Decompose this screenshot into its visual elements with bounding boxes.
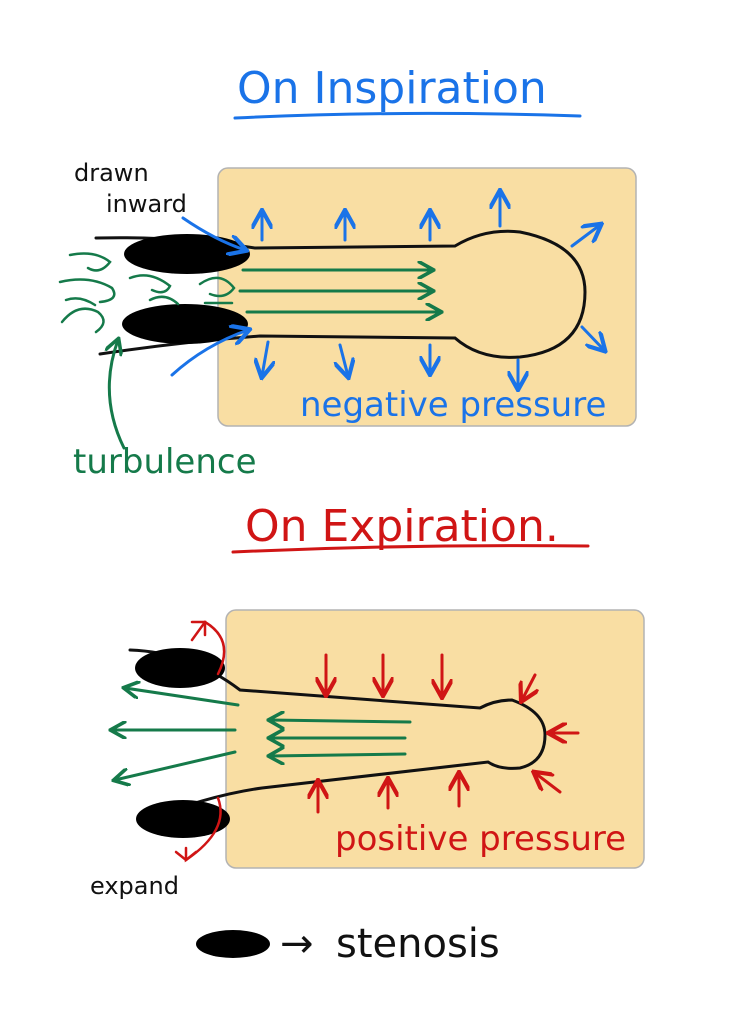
expiration-airway bbox=[128, 648, 547, 824]
negative-pressure-arrows bbox=[262, 192, 604, 388]
positive-pressure-label: positive pressure bbox=[335, 819, 626, 859]
expiration-title-underline bbox=[231, 544, 590, 554]
expiration-panel bbox=[225, 609, 645, 869]
expiration-airflow-arrows bbox=[112, 688, 412, 780]
negative-pressure-label: negative pressure bbox=[300, 385, 606, 425]
turbulence-swirls bbox=[58, 252, 236, 334]
turbulence-label: turbulence bbox=[73, 442, 257, 482]
turbulence-pointer-arrow bbox=[109, 340, 126, 450]
expiration-section: On Expiration. bbox=[90, 501, 645, 900]
legend: → stenosis bbox=[196, 921, 500, 967]
stenosis-lower bbox=[136, 800, 230, 838]
expiration-title: On Expiration. bbox=[245, 501, 559, 552]
inspiration-title: On Inspiration bbox=[237, 63, 547, 114]
stenosis-lower bbox=[122, 304, 248, 344]
drawn-inward-arrows bbox=[170, 216, 248, 377]
drawn-inward-label-line1: drawn bbox=[74, 159, 149, 187]
stenosis-upper bbox=[135, 648, 225, 688]
expand-arrows bbox=[174, 620, 226, 863]
inspiration-airflow-arrows bbox=[238, 270, 440, 312]
inspiration-section: On Inspiration bbox=[58, 63, 637, 482]
stenosis-upper bbox=[124, 234, 250, 274]
expand-label: expand bbox=[90, 872, 179, 900]
legend-label: stenosis bbox=[336, 921, 500, 967]
drawn-inward-label-line2: inward bbox=[106, 190, 187, 218]
legend-stenosis-symbol bbox=[196, 930, 270, 958]
positive-pressure-arrows bbox=[318, 653, 580, 814]
inspiration-title-underline bbox=[233, 111, 582, 120]
legend-arrow: → bbox=[280, 921, 314, 967]
